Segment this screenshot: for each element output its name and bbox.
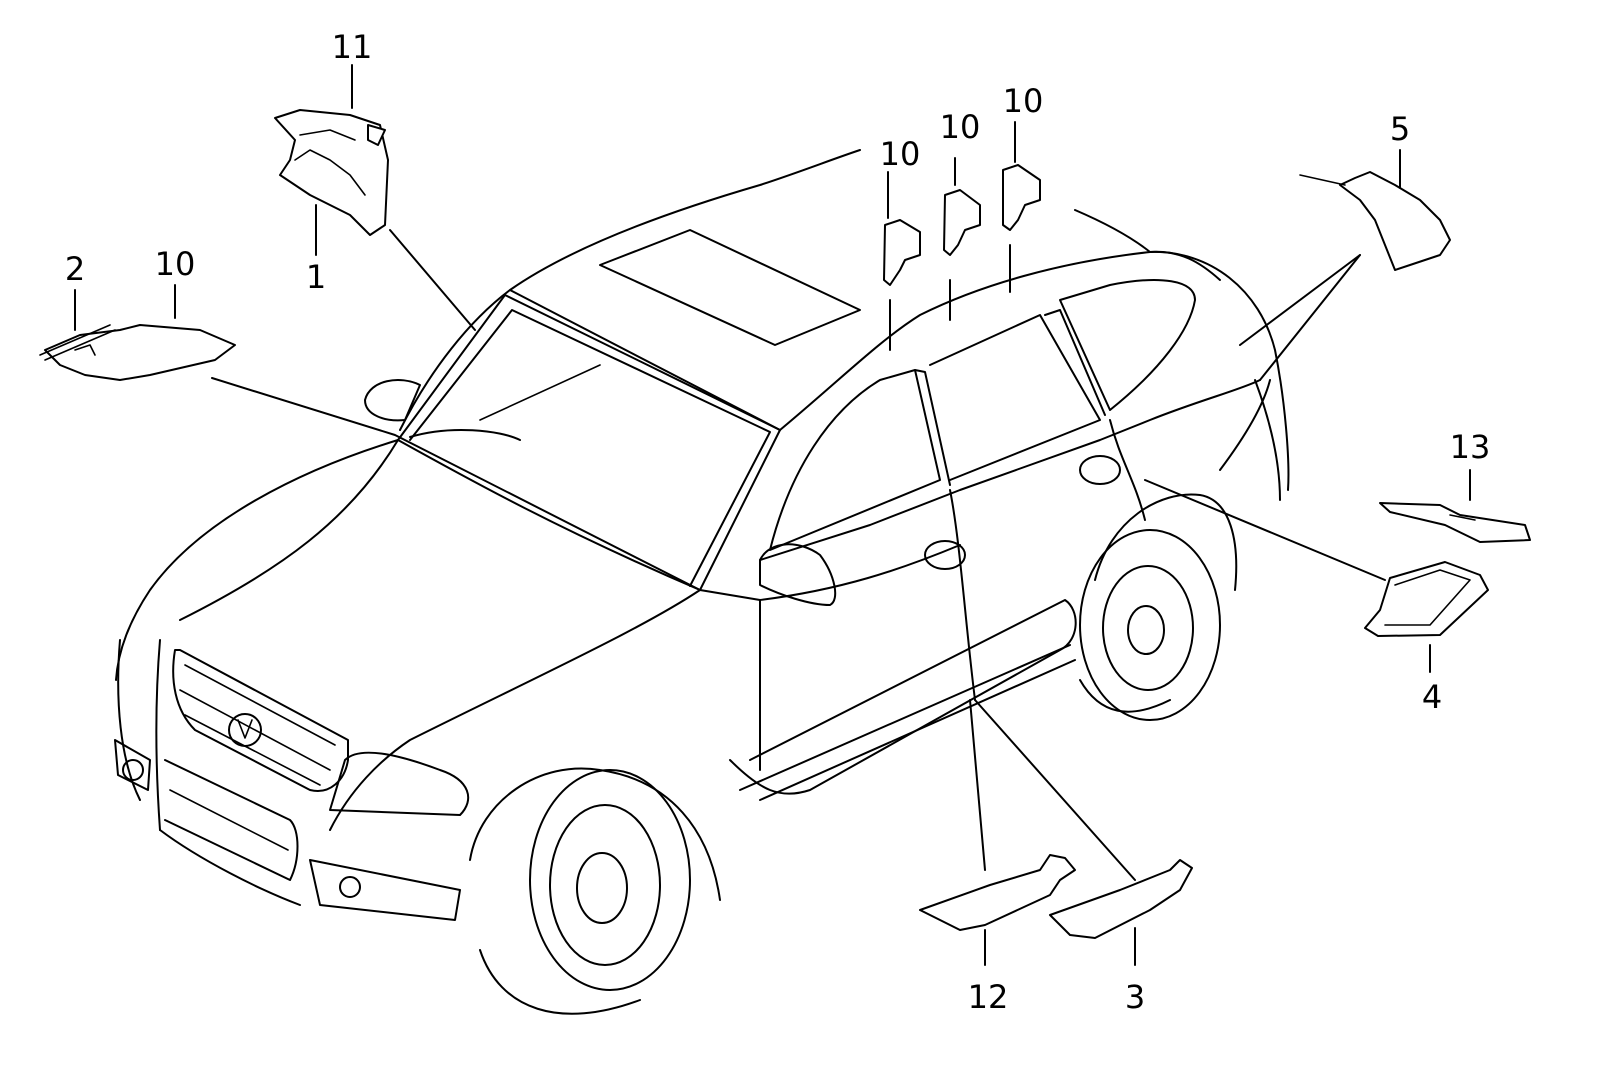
callout-labels: 11 1 2 10 10 10 10 5 13 4 12 3 (65, 28, 1491, 1016)
part-10-roof-blocks (883, 164, 1041, 286)
callout-13: 13 (1450, 428, 1491, 466)
callout-10-dash: 10 (155, 245, 196, 283)
part-12-sill-cover (919, 854, 1076, 931)
part-1-11-pillar-trim (274, 109, 389, 236)
part-2-10-dash-insulation (39, 324, 236, 381)
callout-1: 1 (306, 258, 326, 296)
callout-2: 2 (65, 250, 85, 288)
leader-lines (74, 64, 1471, 966)
part-4-floor-mat (1364, 561, 1489, 637)
callout-12: 12 (968, 978, 1009, 1016)
callout-10-roof-b: 10 (940, 108, 981, 146)
callout-5: 5 (1390, 110, 1410, 148)
vehicle-outline (114, 149, 1290, 1015)
callout-11: 11 (332, 28, 373, 66)
part-5-rear-trim (1299, 171, 1451, 271)
callout-10-roof-c: 10 (1003, 82, 1044, 120)
part-13-sill-strip (1379, 502, 1531, 543)
callout-10-roof-a: 10 (880, 135, 921, 173)
callout-4: 4 (1422, 678, 1442, 716)
part-3-sill-cover (1049, 859, 1193, 939)
callout-3: 3 (1125, 978, 1145, 1016)
